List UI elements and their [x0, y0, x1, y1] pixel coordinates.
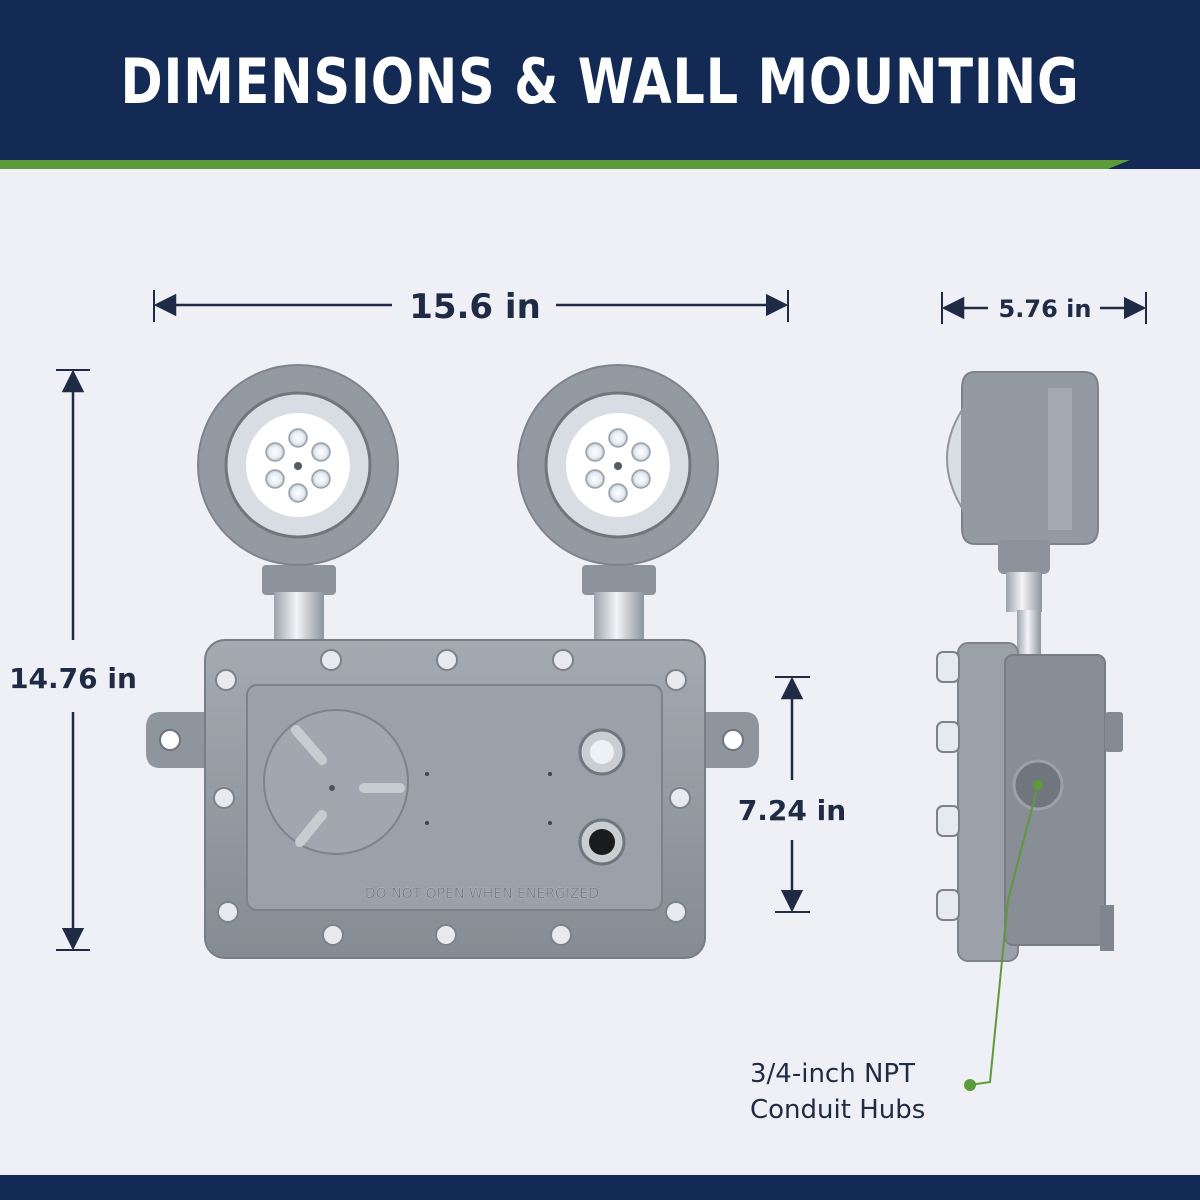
page-title: DIMENSIONS & WALL MOUNTING [120, 44, 1080, 118]
header-corner-wedge [1108, 160, 1200, 169]
callout-line-2: Conduit Hubs [750, 1095, 925, 1125]
width-dimension: 15.6 in [153, 287, 789, 327]
warning-embossed-text: DO NOT OPEN WHEN ENERGIZED [365, 886, 599, 902]
side-view-fixture [936, 371, 1123, 962]
footer-band [0, 1175, 1200, 1200]
depth-label: 5.76 in [999, 295, 1092, 323]
side-lamp-head [961, 371, 1099, 545]
body-height-label: 7.24 in [738, 794, 846, 827]
header-banner [0, 0, 1200, 162]
body-height-dimension: 7.24 in [738, 676, 846, 913]
housing-bolts [213, 649, 691, 946]
height-dimension: 14.76 in [9, 369, 137, 951]
rotary-dial [263, 709, 409, 855]
left-lamp-head [197, 364, 399, 652]
right-lamp-head [517, 364, 719, 652]
conduit-hub-callout: 3/4-inch NPT Conduit Hubs [750, 784, 1039, 1125]
callout-line-1: 3/4-inch NPT [750, 1059, 915, 1089]
depth-dimension: 5.76 in [941, 292, 1147, 324]
green-accent-stripe [0, 160, 1130, 169]
front-view-fixture: DO NOT OPEN WHEN ENERGIZED [146, 364, 759, 959]
width-label: 15.6 in [409, 287, 541, 327]
height-label: 14.76 in [9, 662, 137, 695]
